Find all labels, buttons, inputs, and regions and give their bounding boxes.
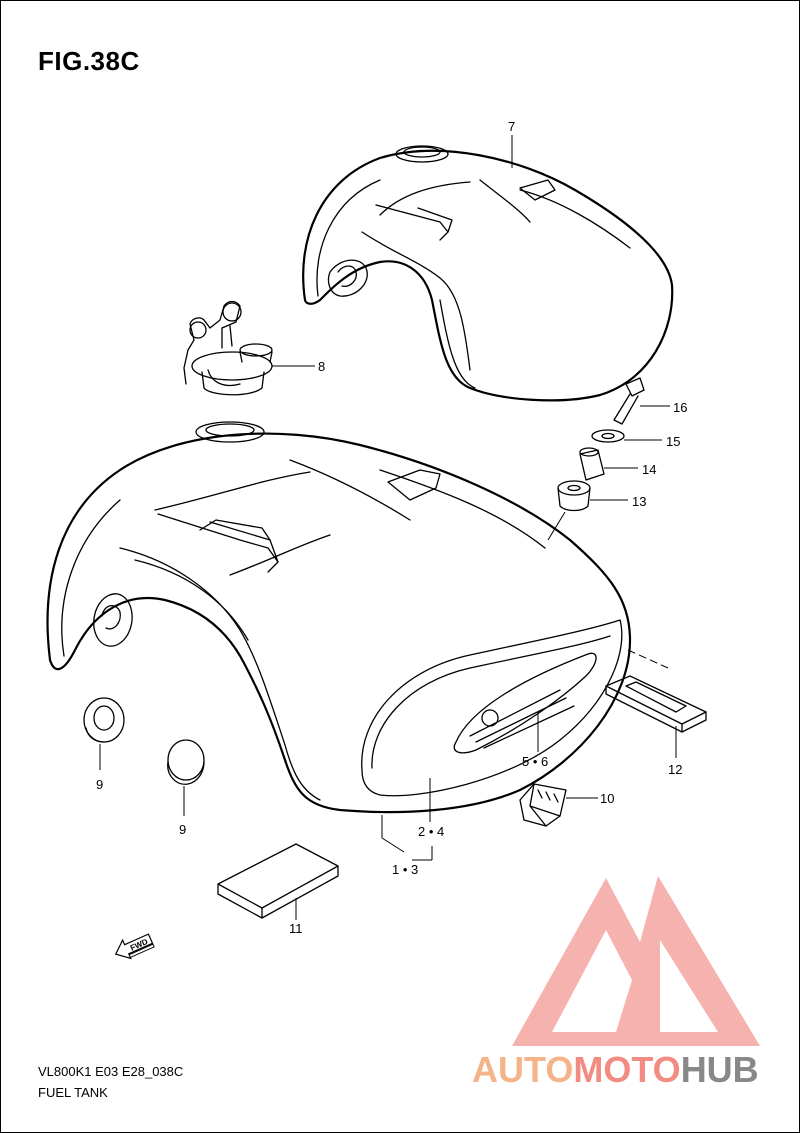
cap-9b [167,739,205,785]
callout-9a: 9 [96,777,103,792]
callout-5-6: 5 • 6 [522,754,548,769]
callout-7: 7 [508,119,515,134]
callout-13: 13 [632,494,646,509]
connector-10 [519,783,567,827]
model-code: VL800K1 E03 E28_038C [38,1064,184,1079]
cushion-13 [557,480,591,512]
figure-title: FIG.38C [38,46,140,76]
callout-9b: 9 [179,822,186,837]
cap-9a [83,697,125,743]
watermark-logo [512,876,760,1046]
callout-16: 16 [673,400,687,415]
fuel-tank-main [46,421,632,814]
callout-10: 10 [600,791,614,806]
watermark-hub: HUB [681,1049,759,1090]
watermark-moto: MOTO [573,1049,680,1090]
fuel-tank-upper [302,145,674,402]
callout-11: 11 [289,921,303,936]
forward-arrow-icon: FWD [114,933,155,960]
callout-14: 14 [642,462,656,477]
bolt-16 [613,377,645,425]
callout-12: 12 [668,762,682,777]
watermark-text: AUTOMOTOHUB [472,1049,759,1090]
watermark-auto: AUTO [472,1049,573,1090]
pad-12 [605,675,707,733]
callout-2-4: 2 • 4 [418,824,444,839]
callout-1-3: 1 • 3 [392,862,418,877]
callout-15: 15 [666,434,680,449]
collar-14 [579,447,605,481]
washer-15 [591,429,625,443]
figure-caption: FUEL TANK [38,1085,108,1100]
callout-8: 8 [318,359,325,374]
fuel-cap-assembly [183,300,273,396]
label-plate-11 [217,843,339,919]
